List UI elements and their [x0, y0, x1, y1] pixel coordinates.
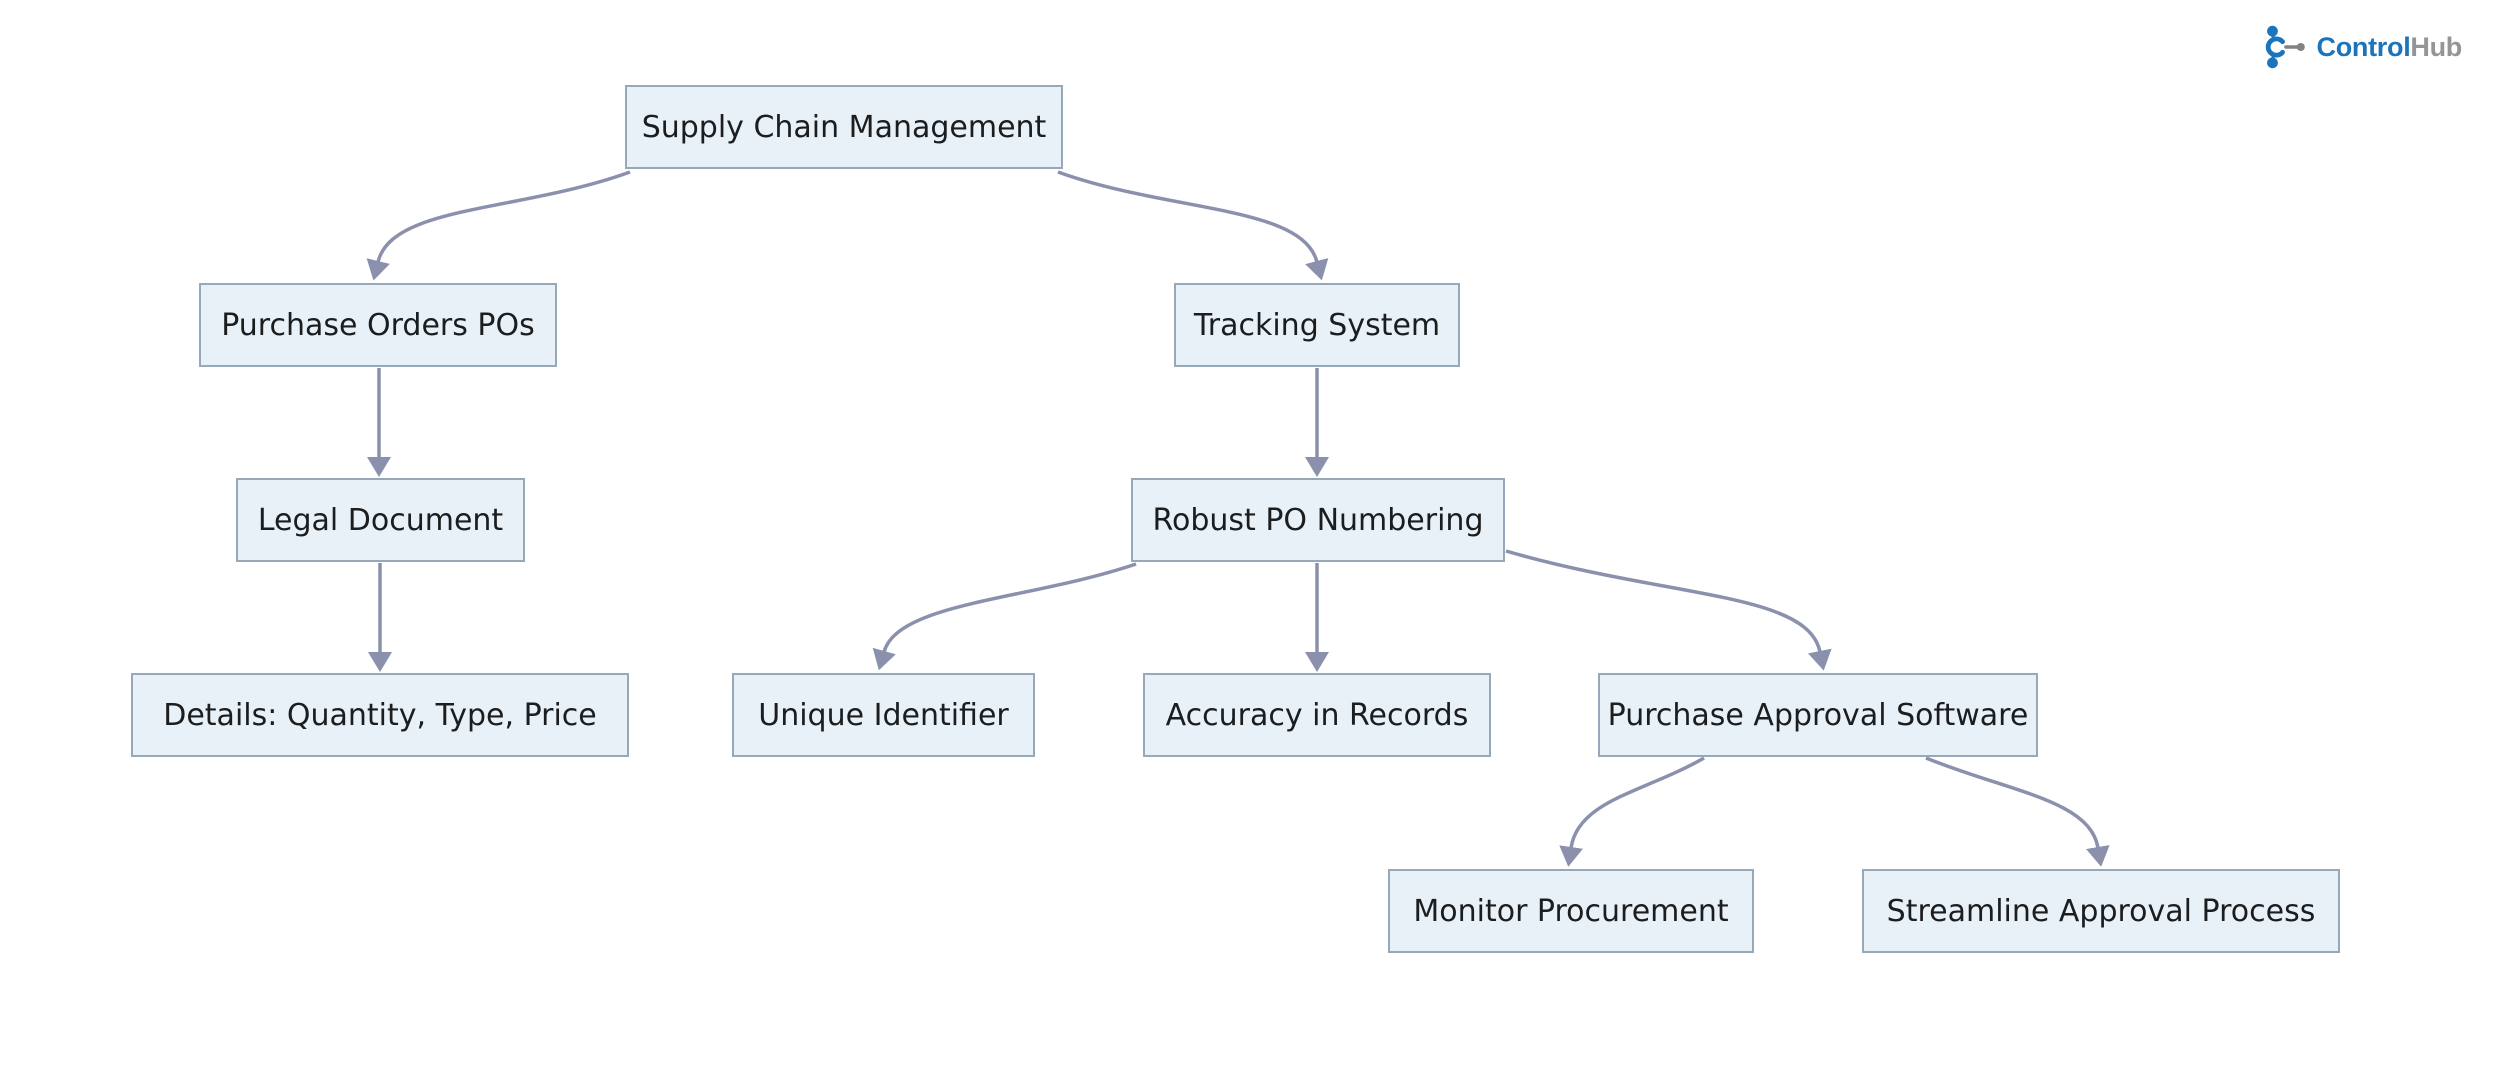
node-robust-po-numbering: Robust PO Numbering: [1131, 478, 1505, 562]
node-monitor-procurement: Monitor Procurement: [1388, 869, 1754, 953]
edge-pas-to-monitor-procurement: [1559, 756, 1705, 867]
node-tracking-system: Tracking System: [1174, 283, 1460, 367]
logo-brand-primary: Control: [2316, 31, 2411, 62]
node-streamline-approval-process: Streamline Approval Process: [1862, 869, 2340, 953]
controlhub-logo: ControlHub: [2260, 24, 2462, 70]
controlhub-logo-icon: [2265, 25, 2305, 69]
node-details-quantity-type-price: Details: Quantity, Type, Price: [131, 673, 629, 757]
node-purchase-approval-software: Purchase Approval Software: [1598, 673, 2038, 757]
edge-pas-to-streamline-approval-process: [1925, 756, 2110, 867]
node-legal-document: Legal Document: [236, 478, 525, 562]
node-supply-chain-management: Supply Chain Management: [625, 85, 1063, 169]
logo-brand-secondary: Hub: [2410, 31, 2462, 62]
node-unique-identifier: Unique Identifier: [732, 673, 1035, 757]
node-purchase-orders-pos: Purchase Orders POs: [199, 283, 557, 367]
edge-scm-to-tracking-system: [1057, 170, 1329, 281]
node-accuracy-in-records: Accuracy in Records: [1143, 673, 1491, 757]
edge-robust-to-unique-identifier: [872, 562, 1137, 671]
edge-scm-to-purchase-orders: [366, 170, 631, 281]
controlhub-logo-text: ControlHub: [2316, 31, 2463, 63]
edge-robust-to-purchase-approval-software: [1505, 549, 1832, 671]
